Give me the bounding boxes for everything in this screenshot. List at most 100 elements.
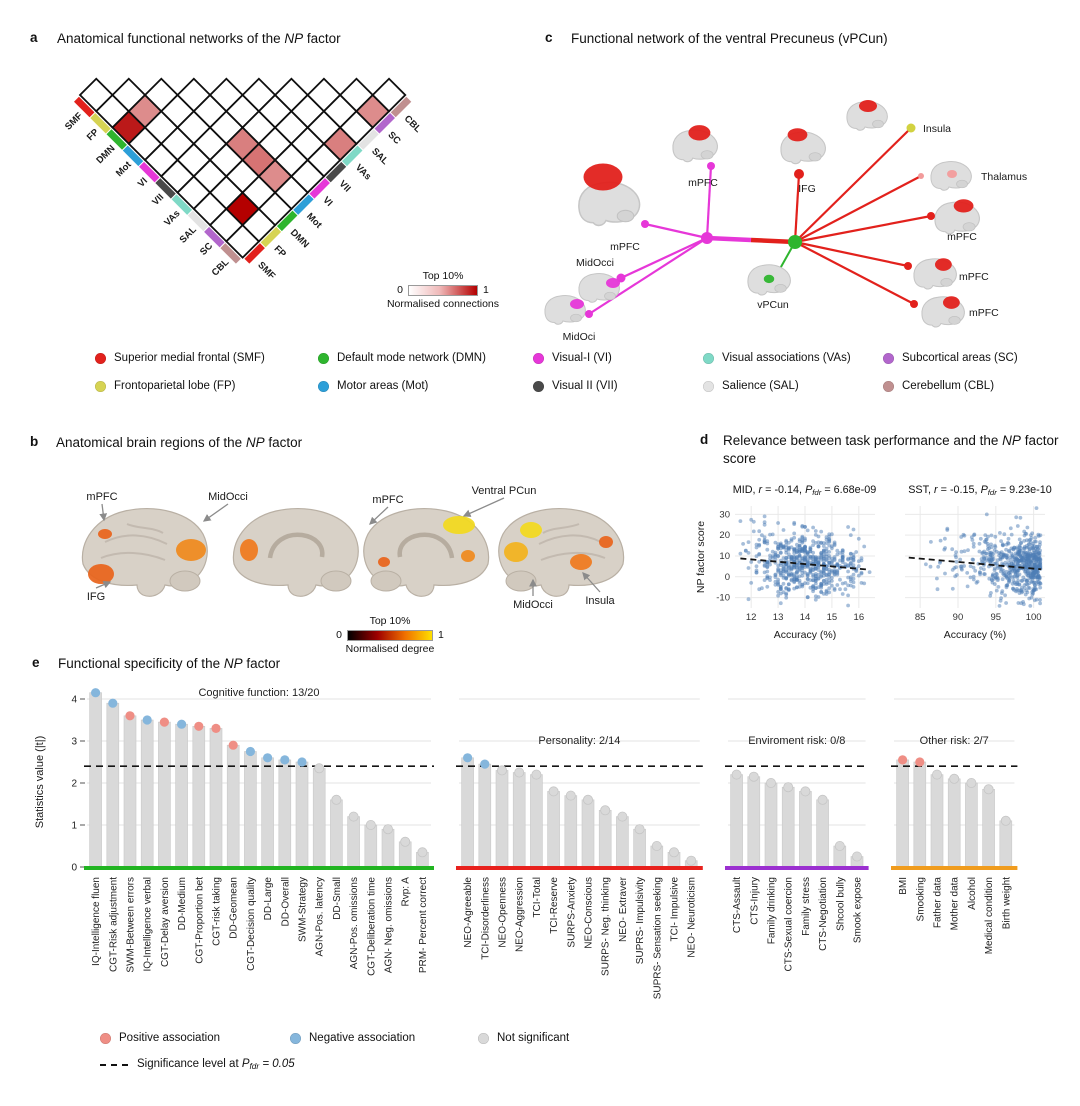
data-point	[1027, 542, 1032, 547]
data-point	[1017, 554, 1022, 558]
activation-blob	[606, 278, 620, 288]
data-point	[786, 560, 791, 565]
data-point	[762, 540, 767, 545]
data-point	[1025, 553, 1030, 558]
y-tick-label: 4	[71, 695, 77, 706]
text-segment: r	[934, 484, 938, 496]
data-point	[1015, 562, 1020, 567]
data-point	[987, 557, 991, 562]
data-point	[1029, 595, 1034, 600]
significance-legend-item: Positive association	[100, 1032, 220, 1044]
data-point	[993, 543, 997, 548]
data-point	[1034, 506, 1039, 510]
network-legend-item: Superior medial frontal (SMF)	[95, 352, 265, 364]
panel-c-title: Functional network of the ventral Precun…	[571, 31, 888, 46]
bar	[295, 761, 309, 868]
data-point	[1009, 532, 1014, 537]
data-point	[821, 571, 826, 575]
significance-dot	[142, 715, 152, 725]
network-legend-item: Visual II (VII)	[533, 380, 618, 392]
significance-dot	[651, 840, 662, 851]
cerebellum	[808, 152, 822, 162]
network-edge	[588, 237, 708, 315]
data-point	[773, 540, 778, 545]
activation-blob	[859, 100, 877, 112]
bar-label: NEO-Openness	[498, 877, 509, 948]
matrix-col-label: CBL	[402, 113, 424, 135]
bar-label: Medical condition	[984, 877, 995, 954]
network-legend-label: Subcortical areas (SC)	[902, 352, 1018, 364]
network-color-dot	[533, 352, 544, 364]
bar-label: TCI-Total	[532, 877, 543, 918]
node-label: mPFC	[688, 177, 718, 189]
data-point	[1011, 560, 1016, 564]
data-point	[792, 531, 797, 536]
corpus-callosum	[267, 532, 325, 559]
bar-label: Smook expose	[853, 877, 864, 944]
data-point	[827, 539, 832, 543]
data-point	[929, 540, 933, 544]
data-point	[1038, 542, 1042, 547]
text-segment: Relevance between task performance and t…	[723, 433, 1003, 448]
x-tick-label: 13	[773, 612, 784, 623]
data-point	[1034, 597, 1039, 602]
text-segment: = -0.15,	[937, 484, 981, 496]
bar-label: BMI	[898, 877, 909, 895]
data-point	[765, 584, 770, 589]
network-legend-label: Salience (SAL)	[722, 380, 799, 392]
network-edge	[620, 237, 708, 279]
text-segment: MID,	[732, 484, 759, 496]
group-title: Personality: 2/14	[538, 735, 620, 747]
data-point	[835, 563, 840, 567]
group-title: Cognitive function: 13/20	[198, 687, 319, 699]
data-point	[1021, 556, 1025, 561]
data-point	[784, 568, 789, 572]
data-point	[749, 517, 754, 522]
network-edge	[705, 165, 713, 239]
data-point	[1026, 562, 1031, 566]
data-point	[781, 564, 786, 569]
panel-d-title: Relevance between task performance and t…	[723, 432, 1063, 468]
data-point	[781, 581, 786, 586]
significance-dot	[915, 757, 925, 767]
network-legend-item: Visual-I (VI)	[533, 352, 612, 364]
brain-patches	[240, 539, 258, 561]
data-point	[762, 520, 767, 524]
bar-label: AGN-Pos. latency	[315, 877, 326, 956]
data-point	[824, 554, 829, 559]
network-legend-label: Superior medial frontal (SMF)	[114, 352, 265, 364]
data-point	[976, 561, 981, 566]
bar-label: NEO-Conscious	[584, 877, 595, 949]
data-point	[786, 582, 791, 587]
data-point	[778, 551, 783, 555]
bar-label: IQ-Intelligence fluen	[91, 877, 102, 966]
data-point	[1004, 601, 1008, 605]
y-tick-label: -10	[716, 593, 730, 604]
trend-line	[908, 556, 1042, 571]
region-patch	[443, 516, 475, 534]
bar	[581, 799, 595, 868]
bar-label: TCI- Impulsive	[670, 877, 681, 942]
significance-dot	[297, 757, 307, 767]
text-segment: P	[805, 484, 813, 496]
data-point	[811, 589, 815, 594]
data-point	[746, 597, 751, 602]
significance-dot	[617, 811, 628, 822]
data-point	[1031, 587, 1036, 591]
matrix-col-colorstrip	[260, 226, 282, 248]
matrix-col-colorstrip	[293, 194, 314, 215]
sulcus	[126, 523, 164, 534]
data-point	[959, 549, 964, 554]
cerebellum	[570, 313, 582, 323]
node-label: Insula	[923, 123, 951, 135]
y-tick-label: 2	[71, 779, 77, 790]
significance-dot	[817, 794, 828, 805]
network-color-dot	[703, 380, 714, 392]
data-point	[1029, 564, 1033, 569]
data-point	[816, 576, 821, 581]
bar-label: CGT-Risk adjustment	[108, 877, 119, 972]
data-point	[827, 550, 832, 554]
bar	[896, 759, 909, 868]
sulcus	[100, 551, 166, 561]
